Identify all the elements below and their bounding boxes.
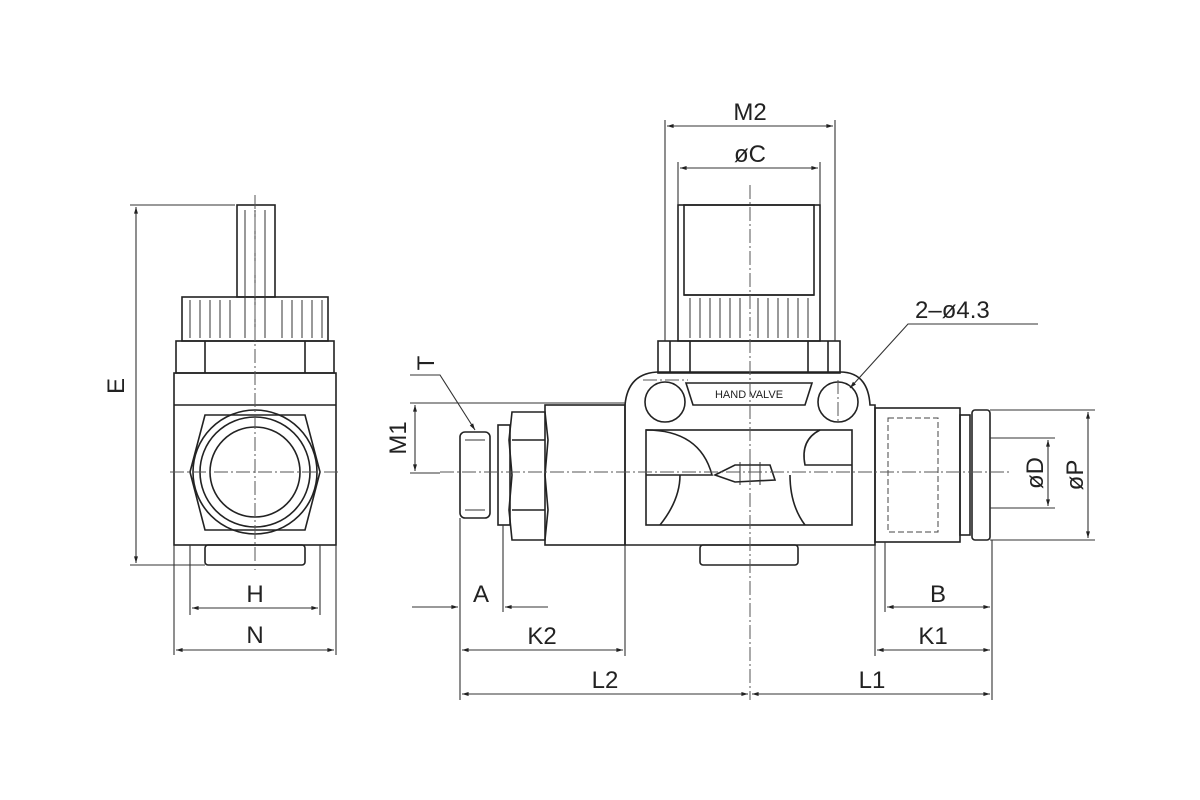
dim-E: E — [103, 378, 130, 394]
dim-H: H — [246, 581, 263, 608]
body-label-hand-valve: HAND VALVE — [715, 389, 783, 401]
dim-M2: M2 — [733, 99, 766, 126]
dim-L1: L1 — [859, 667, 886, 694]
dim-P: øP — [1062, 460, 1089, 491]
dim-C: øC — [734, 141, 766, 168]
dim-M1: M1 — [385, 421, 412, 454]
dim-D: øD — [1022, 457, 1049, 489]
dim-N: N — [246, 622, 263, 649]
dim-K2: K2 — [527, 623, 556, 650]
front-view: HAND VALVE M2 øC 2–ø4.3 T M1 øD øP A K — [385, 99, 1095, 700]
dim-L2: L2 — [592, 667, 619, 694]
side-view: E H N — [103, 195, 340, 655]
dim-A: A — [473, 581, 489, 608]
dim-B: B — [930, 581, 946, 608]
dim-K1: K1 — [918, 623, 947, 650]
dim-holes: 2–ø4.3 — [915, 297, 990, 324]
dim-T: T — [413, 355, 440, 370]
